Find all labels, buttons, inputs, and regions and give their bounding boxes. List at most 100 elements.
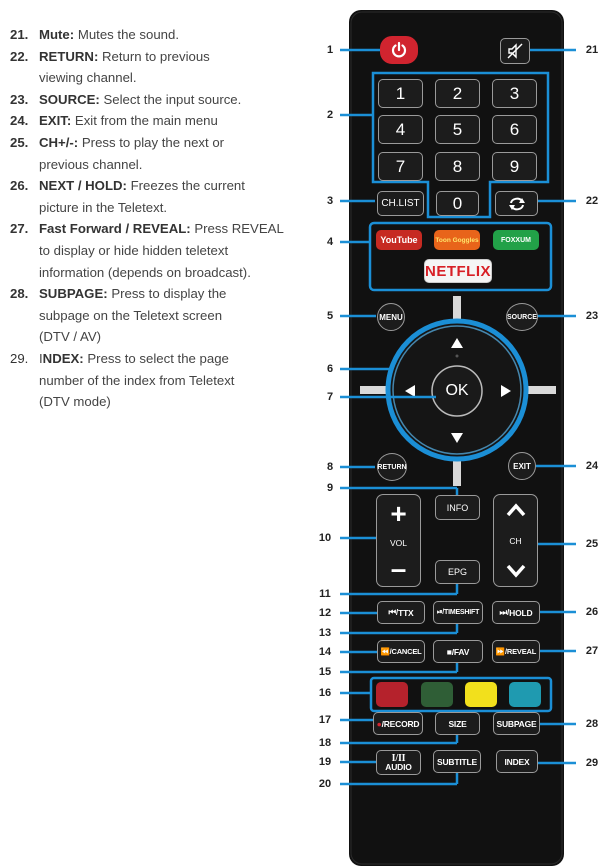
digit-1-button[interactable]: 1 (378, 79, 423, 108)
desc-item-23: 23. SOURCE: Select the input source. (10, 89, 310, 111)
desc-text: (DTV / AV) (39, 329, 102, 345)
cancel-button[interactable]: ⏪/CANCEL (377, 640, 425, 663)
foxxum-button[interactable]: FOXXUM (493, 230, 539, 250)
callout-28: 28 (585, 718, 599, 730)
netflix-button[interactable]: NETFLIX (424, 259, 492, 283)
info-button[interactable]: INFO (435, 495, 480, 520)
prev-icon: ⏮/ (388, 607, 399, 617)
callout-6: 6 (326, 363, 334, 375)
right-arrow-icon (501, 385, 511, 397)
digit-2-button[interactable]: 2 (435, 79, 480, 108)
mute-button[interactable] (500, 38, 530, 64)
desc-label: Mute: (39, 27, 75, 42)
exit-button[interactable]: EXIT (508, 452, 536, 480)
desc-text: previous channel. (39, 156, 143, 172)
desc-num: 22. (10, 48, 29, 64)
desc-item-24: 24. EXIT: Exit from the main menu (10, 110, 310, 132)
blue-button[interactable] (509, 682, 541, 707)
desc-num: 27. (10, 221, 29, 237)
channel-rocker[interactable]: CH (493, 494, 538, 587)
reveal-label: REVEAL (506, 647, 537, 656)
volume-rocker[interactable]: + VOL – (376, 494, 421, 587)
ttx-button[interactable]: ⏮/TTX (377, 601, 425, 624)
timeshift-button[interactable]: ⏯/TIMESHIFT (433, 601, 483, 624)
youtube-button[interactable]: YouTube (376, 230, 422, 250)
callout-15: 15 (318, 666, 332, 678)
ok-button[interactable]: OK (445, 382, 469, 399)
callout-26: 26 (585, 606, 599, 618)
reveal-button[interactable]: ⏩/REVEAL (492, 640, 540, 663)
ch-list-button[interactable]: CH.LIST (377, 191, 424, 216)
audio-button[interactable]: I/II AUDIO (376, 750, 421, 775)
digit-8-button[interactable]: 8 (435, 152, 480, 181)
desc-text: viewing channel. (39, 70, 137, 86)
digit-3-button[interactable]: 3 (492, 79, 537, 108)
chevron-down-icon (506, 564, 525, 578)
desc-item-25: 25. CH+/-: Press to play the next or prev… (10, 132, 310, 175)
digit-0-button[interactable]: 0 (436, 191, 479, 216)
description-list: 21. Mute: Mutes the sound. 22. RETURN: R… (10, 24, 310, 413)
audio-top-label: I/II (391, 752, 406, 764)
callout-9: 9 (326, 482, 334, 494)
red-button[interactable] (376, 682, 408, 707)
desc-num: 26. (10, 178, 29, 194)
desc-num: 23. (10, 91, 29, 107)
ch-label: CH (509, 535, 522, 546)
desc-text: Select the input source. (103, 91, 242, 107)
menu-button[interactable]: MENU (377, 303, 405, 331)
toon-goggles-button[interactable]: Toon Goggles (434, 230, 480, 250)
desc-text: to display or hide hidden teletext (39, 242, 229, 258)
record-button[interactable]: ●/RECORD (373, 712, 423, 735)
subpage-button[interactable]: SUBPAGE (493, 712, 540, 735)
desc-text: Return to previous (102, 48, 210, 64)
size-button[interactable]: SIZE (435, 712, 480, 735)
digit-9-button[interactable]: 9 (492, 152, 537, 181)
green-button[interactable] (421, 682, 453, 707)
timeshift-label: TIMESHIFT (444, 609, 480, 616)
return-channel-button[interactable] (495, 191, 538, 216)
up-arrow-icon (451, 338, 463, 348)
callout-27: 27 (585, 645, 599, 657)
rewind-icon: ⏪/ (380, 647, 392, 656)
plus-icon: + (390, 498, 407, 529)
fav-label: FAV (453, 646, 470, 657)
callout-3: 3 (326, 195, 334, 207)
mute-icon (507, 43, 523, 59)
return-button[interactable]: RETURN (377, 453, 407, 481)
callout-21: 21 (585, 44, 599, 56)
callout-24: 24 (585, 460, 599, 472)
desc-num: 25. (10, 134, 29, 150)
epg-button[interactable]: EPG (435, 560, 480, 584)
desc-label: CH+/-: (39, 134, 79, 150)
desc-text: Press to play the next or (81, 134, 225, 150)
desc-num: 28. (10, 286, 29, 302)
callout-lines (340, 48, 576, 786)
source-button[interactable]: SOURCE (506, 303, 538, 331)
next-icon: ⏭/ (499, 607, 510, 617)
fast-forward-icon: ⏩/ (495, 647, 507, 656)
callout-19: 19 (318, 756, 332, 768)
index-button[interactable]: INDEX (496, 750, 538, 773)
power-button[interactable] (380, 36, 418, 64)
yellow-button[interactable] (465, 682, 497, 707)
callout-5: 5 (326, 310, 334, 322)
subtitle-button[interactable]: SUBTITLE (433, 750, 481, 773)
record-label: RECORD (383, 718, 420, 729)
digit-4-button[interactable]: 4 (378, 115, 423, 144)
digit-6-button[interactable]: 6 (492, 115, 537, 144)
callout-14: 14 (318, 646, 332, 658)
callout-4: 4 (326, 236, 334, 248)
fav-button[interactable]: ■/FAV (433, 640, 483, 663)
desc-text: Mutes the sound. (77, 27, 180, 42)
hold-button[interactable]: ⏭/HOLD (492, 601, 540, 624)
digit-7-button[interactable]: 7 (378, 152, 423, 181)
callout-16: 16 (318, 687, 332, 699)
desc-text: Exit from the main menu (74, 113, 218, 129)
digit-5-button[interactable]: 5 (435, 115, 480, 144)
callout-12: 12 (318, 607, 332, 619)
